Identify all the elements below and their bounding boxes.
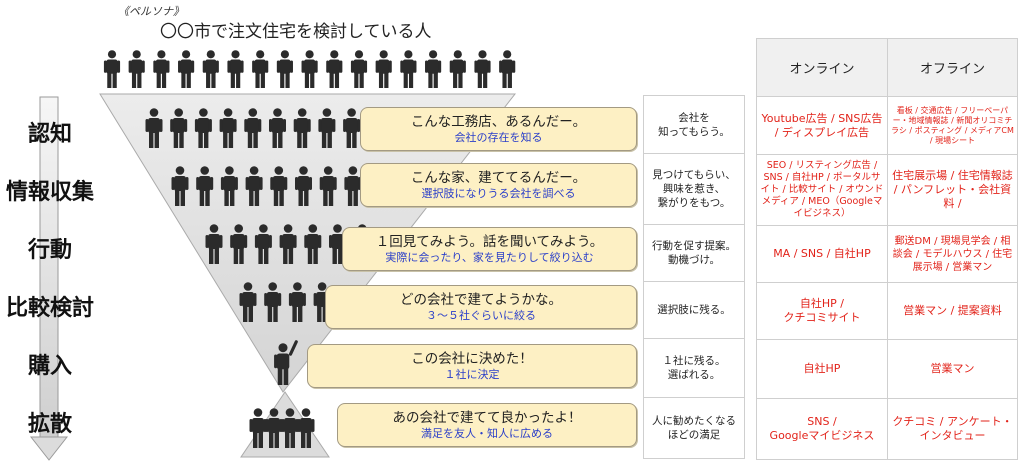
stage-label-action: 行動 [27,238,72,263]
bubble-main-text: あの会社で建てて良かったよ！ [392,410,582,426]
person-icon [295,166,312,206]
bubble-main-text: この会社に決めた！ [411,351,533,367]
speech-bubble-diffusion: あの会社で建てて良かったよ！ 満足を友人・知人に広める [337,403,637,447]
person-icon [244,108,262,148]
person-icon [202,50,219,88]
person-icon [128,50,145,88]
speech-bubble-purchase: この会社に決めた！ １社に決定 [307,344,637,388]
person-icon [301,50,318,88]
persona-label: 《ペルソナ》 [118,5,184,18]
stage-label-awareness: 認知 [27,122,72,147]
stage-label-purchase: 購入 [27,354,72,379]
online-cell: SNS / Googleマイビジネス [756,398,888,460]
online-header: オンライン [756,38,888,97]
person-icon [265,408,283,448]
down-arrow-icon [29,96,69,461]
goal-cell: 見つけてもらい、 興味を惹き、 繋がりをもつ。 [643,153,745,225]
person-icon [245,166,263,206]
person-icon [153,50,170,88]
person-icon [194,108,212,148]
bubble-main-text: １回見てみよう。話を聞いてみよう。 [375,234,604,250]
person-icon [319,166,337,206]
person-icon [293,108,311,148]
goal-cell: 行動を促す提案。 動機づけ。 [643,224,745,282]
offline-cell: 郵送DM / 現場見学会 / 相談会 / モデルハウス / 住宅展示場 / 営業… [886,225,1019,283]
person-icon [329,224,346,264]
offline-header: オフライン [886,38,1019,97]
person-icon [270,166,288,206]
person-icon [499,50,516,88]
person-icon [219,108,237,148]
person-icon [304,224,322,264]
person-icon [425,50,442,88]
person-icon [254,224,272,264]
offline-cell: 営業マン / 提案資料 [886,282,1019,340]
person-icon [269,108,286,148]
person-icon [171,166,189,206]
stage-label-research: 情報収集 [5,180,94,205]
person-icon [474,50,491,88]
speech-bubble-research: こんな家、建ててるんだー。 選択肢になりうる会社を調べる [360,163,637,207]
person-icon [297,408,315,448]
online-cell: 自社HP / クチコミサイト [756,282,888,340]
bubble-sub-text: ３～５社ぐらいに絞る [426,309,536,322]
channel-table: オンライン オフライン Youtube広告 / SNS広告 / ディスプレイ広告… [756,38,1019,460]
bubble-sub-text: 満足を友人・知人に広める [421,427,553,440]
bubble-sub-text: 会社の存在を知る [454,131,543,144]
stage-label-comparison: 比較検討 [5,296,94,321]
offline-cell: 住宅展示場 / 住宅情報誌 / パンフレット・会社資料 / [886,154,1019,226]
person-icon [344,166,362,206]
goal-cell: １社に残る。 選ばれる。 [643,338,745,398]
person-icon [205,224,223,264]
offline-cell: 看板 / 交通広告 / フリーペーパー・地域情報誌 / 新聞オリコミチラシ / … [886,96,1019,155]
person-icon [281,408,299,448]
persona-title: 〇〇市で注文住宅を検討している人 [160,22,432,42]
bubble-sub-text: 実際に会ったり、家を見たりして絞り込む [385,251,594,264]
online-cell: Youtube広告 / SNS広告 / ディスプレイ広告 [756,96,888,155]
goal-cell: 会社を 知ってもらう。 [643,95,745,154]
person-icon [449,50,466,88]
person-icon [276,50,293,88]
online-cell: SEO / リスティング広告 / SNS / 自社HP / ポータルサイト / … [756,154,888,226]
person-icon [252,50,269,88]
person-icon [318,108,336,148]
speech-bubble-action: １回見てみよう。話を聞いてみよう。 実際に会ったり、家を見たりして絞り込む [342,227,637,271]
person-icon [274,340,298,385]
person-icon [230,224,248,264]
bubble-sub-text: 選択肢になりうる会社を調べる [421,187,576,200]
goal-cell: 人に勧めたくなる ほどの満足 [643,397,745,459]
person-icon [196,166,214,206]
person-icon [288,282,306,322]
online-cell: MA / SNS / 自社HP [756,225,888,283]
bubble-main-text: こんな工務店、あるんだー。 [410,114,587,130]
person-icon [350,50,368,88]
online-cell: 自社HP [756,339,888,399]
person-icon [103,50,121,88]
goal-cell: 選択肢に残る。 [643,281,745,339]
offline-cell: 営業マン [886,339,1019,399]
person-icon [227,50,244,88]
person-icon [170,108,188,148]
person-icon [326,50,343,88]
bubble-sub-text: １社に決定 [444,368,500,381]
person-icon [178,50,195,88]
bubble-main-text: どの会社で建てようかな。 [400,292,562,308]
person-icon [145,108,163,148]
person-icon [264,282,282,322]
person-icon [220,166,238,206]
person-icon [279,224,297,264]
stage-label-diffusion: 拡散 [27,412,72,437]
bubble-main-text: こんな家、建ててるんだー。 [410,170,587,186]
offline-cell: クチコミ / アンケート・ インタビュー [886,398,1019,460]
person-icon [375,50,392,88]
speech-bubble-awareness: こんな工務店、あるんだー。 会社の存在を知る [360,107,637,151]
speech-bubble-comparison: どの会社で建てようかな。 ３～５社ぐらいに絞る [325,285,637,329]
goal-table: 会社を 知ってもらう。 見つけてもらい、 興味を惹き、 繋がりをもつ。 行動を促… [643,95,745,459]
person-icon [343,108,361,148]
person-icon [239,282,257,322]
person-icon [400,50,417,88]
